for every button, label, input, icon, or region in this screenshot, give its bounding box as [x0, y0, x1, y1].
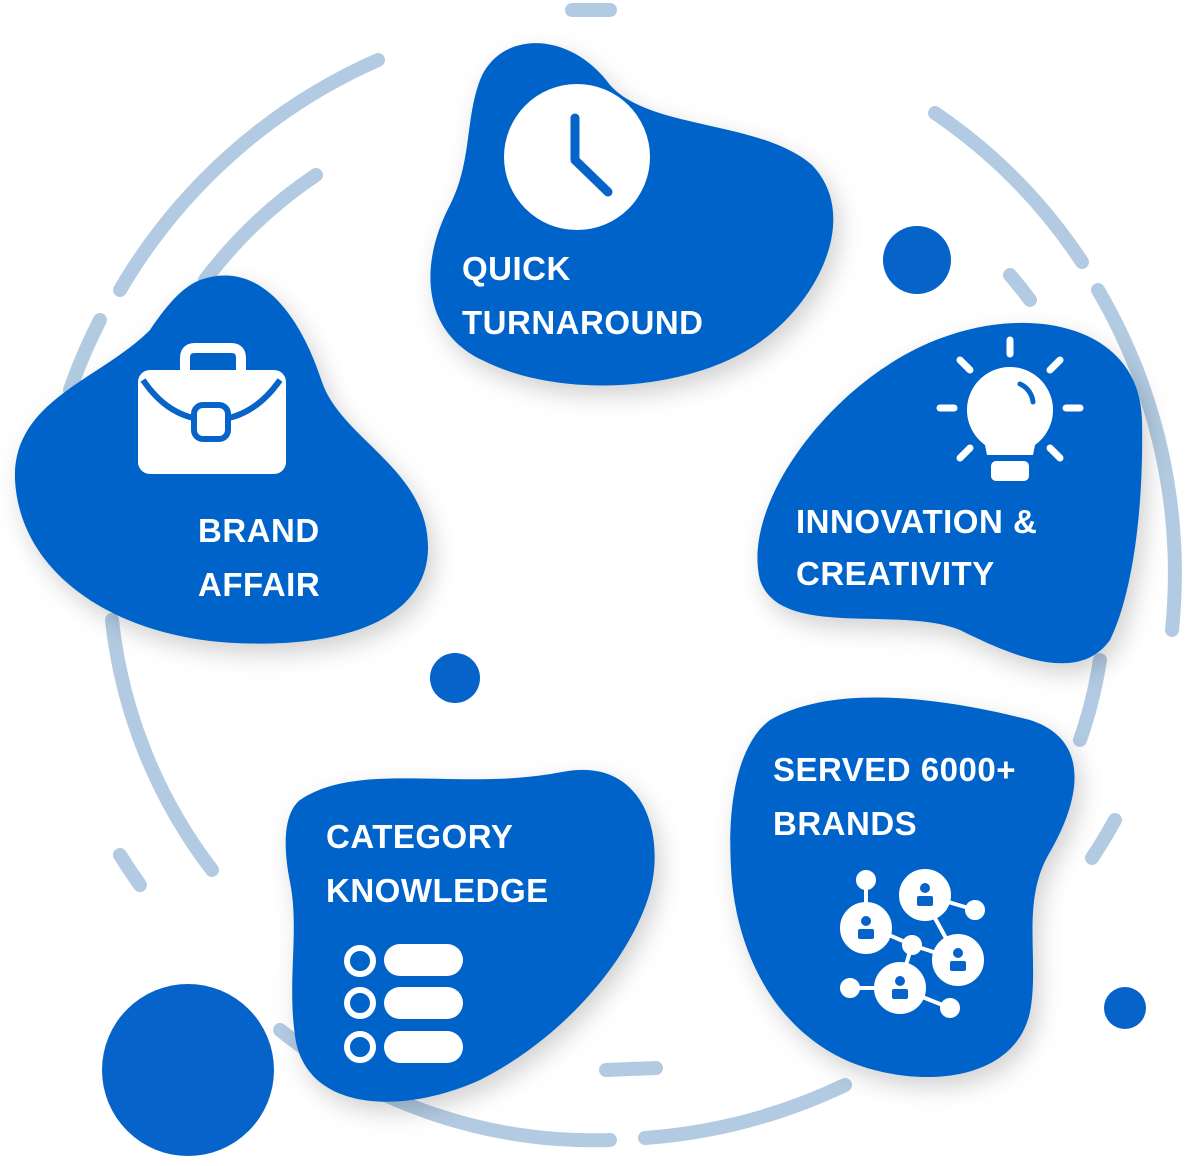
- label-line: KNOWLEDGE: [326, 872, 549, 909]
- label-line: SERVED 6000+: [773, 751, 1016, 788]
- blob-innovation: [757, 322, 1143, 664]
- label-line: CREATIVITY: [796, 555, 995, 592]
- label-line: CATEGORY: [326, 818, 514, 855]
- label-line: QUICK: [462, 250, 571, 287]
- label-category-knowledge: CATEGORY KNOWLEDGE: [326, 810, 549, 918]
- label-served-brands: SERVED 6000+ BRANDS: [773, 743, 1016, 851]
- label-line: TURNAROUND: [462, 304, 704, 341]
- briefcase-icon: [138, 343, 286, 474]
- label-line: BRANDS: [773, 805, 918, 842]
- label-line: INNOVATION &: [796, 503, 1038, 540]
- clock-icon: [504, 84, 650, 230]
- label-quick-turnaround: QUICK TURNAROUND: [462, 242, 703, 350]
- blob-category-knowledge: [285, 769, 655, 1102]
- list-icon: [344, 944, 463, 1063]
- label-line: BRAND: [198, 512, 320, 549]
- label-innovation-creativity: INNOVATION & CREATIVITY: [796, 496, 1037, 600]
- lightbulb-icon: [936, 336, 1084, 481]
- decorative-dots: [102, 226, 1146, 1156]
- network-icon: [840, 869, 985, 1018]
- label-brand-affair: BRAND AFFAIR: [198, 504, 320, 612]
- label-line: AFFAIR: [198, 566, 321, 603]
